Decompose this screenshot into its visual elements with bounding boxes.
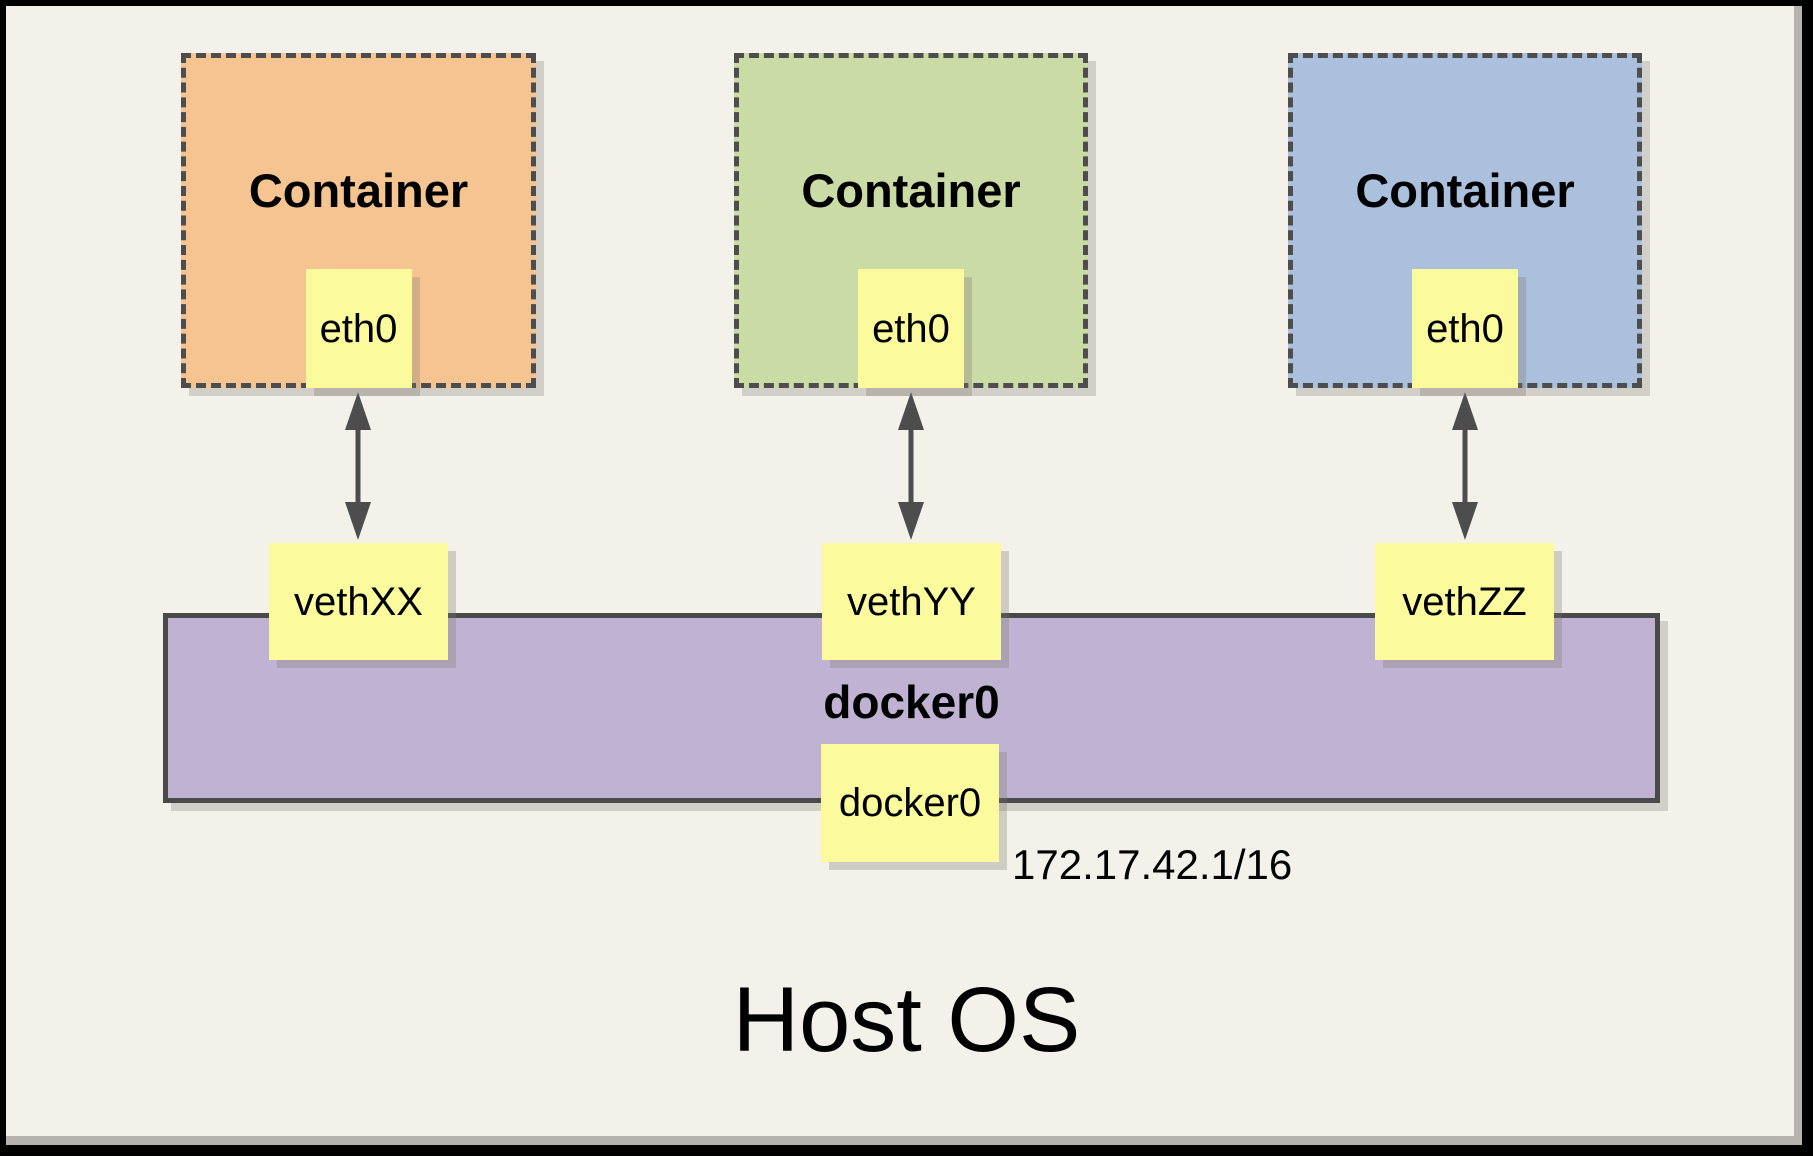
container-3-veth-double-arrow-icon	[1452, 392, 1478, 540]
container-3-label: Container	[1355, 164, 1575, 217]
veth-yy-box: vethYY	[822, 543, 1001, 660]
container-2-eth0-label: eth0	[872, 306, 950, 351]
veth-xx-box: vethXX	[269, 543, 448, 660]
veth-yy-label: vethYY	[847, 579, 976, 624]
container-3-eth0-label: eth0	[1426, 306, 1504, 351]
veth-zz-label: vethZZ	[1402, 579, 1527, 624]
veth-xx-label: vethXX	[294, 579, 423, 624]
container-3-box: Container eth0	[1288, 53, 1642, 388]
container-1-label: Container	[248, 164, 469, 217]
docker0-bridge-label: docker0	[823, 676, 1000, 728]
container-1-box: Container eth0	[181, 53, 536, 388]
host-os-label: Host OS	[732, 969, 1081, 1071]
container-3-eth0-box: eth0	[1412, 269, 1518, 388]
container-1-eth0-label: eth0	[319, 306, 398, 351]
container-1-eth0-box: eth0	[305, 269, 412, 388]
container-1-veth-double-arrow-icon	[345, 392, 371, 540]
container-2-veth-double-arrow-icon	[898, 392, 924, 540]
subnet-label: 172.17.42.1/16	[1012, 841, 1293, 888]
veth-zz-box: vethZZ	[1375, 543, 1554, 660]
container-2-box: Container eth0	[734, 53, 1088, 388]
docker0-interface-box: docker0	[821, 744, 999, 862]
container-2-eth0-box: eth0	[858, 269, 964, 388]
docker0-interface-label: docker0	[838, 781, 982, 825]
container-2-label: Container	[801, 164, 1021, 217]
